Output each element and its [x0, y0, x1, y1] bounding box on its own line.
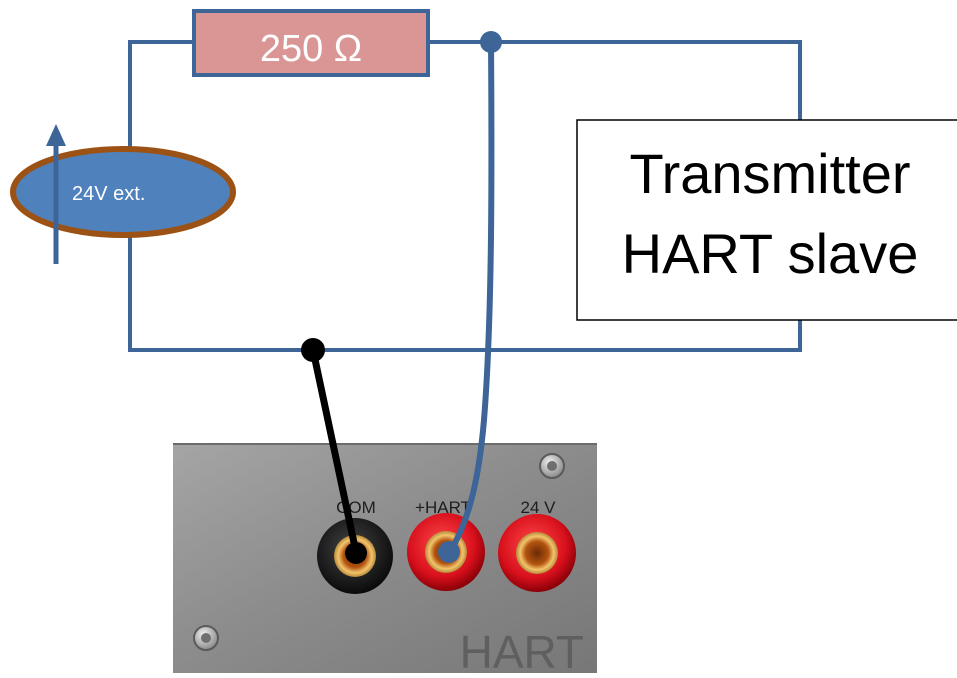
- top-left-wire: [128, 40, 195, 156]
- hart-device-panel: COM +HART 24 V HART: [173, 443, 597, 678]
- transmitter-box: [576, 119, 957, 321]
- resistor: 250 Ω: [192, 9, 430, 77]
- bottom-wire: [128, 230, 802, 352]
- panel-title: HART: [460, 626, 584, 673]
- resistor-label: 250 Ω: [260, 28, 362, 70]
- v24-label: 24 V: [521, 498, 557, 517]
- screw-socket: [201, 633, 211, 643]
- hart-junction-dot: [480, 31, 502, 53]
- com-junction-dot: [301, 338, 325, 362]
- junctions: [301, 31, 502, 564]
- transmitter-line2: HART slave: [622, 222, 919, 285]
- hart-probe-tip: [438, 541, 460, 563]
- source-label: 24V ext.: [72, 183, 145, 205]
- com-probe-tip: [345, 542, 367, 564]
- com-probe-wire: [309, 346, 360, 556]
- transmitter-line1: Transmitter: [629, 142, 910, 205]
- voltage-source: 24V ext.: [10, 124, 236, 264]
- hart-terminal-label: +HART: [415, 498, 471, 517]
- screw-socket: [547, 461, 557, 471]
- circuit-wires: [128, 40, 802, 352]
- hart-probe-wire: [447, 39, 495, 555]
- source-arrow-icon: [46, 124, 66, 146]
- v24-terminal-socket: [516, 532, 558, 574]
- v24-terminal[interactable]: [498, 514, 576, 592]
- top-right-wire: [428, 40, 802, 120]
- transmitter: Transmitter HART slave: [576, 119, 957, 321]
- probe-wires: [309, 39, 495, 556]
- resistor-body: [192, 9, 430, 77]
- source-ellipse: [10, 146, 236, 238]
